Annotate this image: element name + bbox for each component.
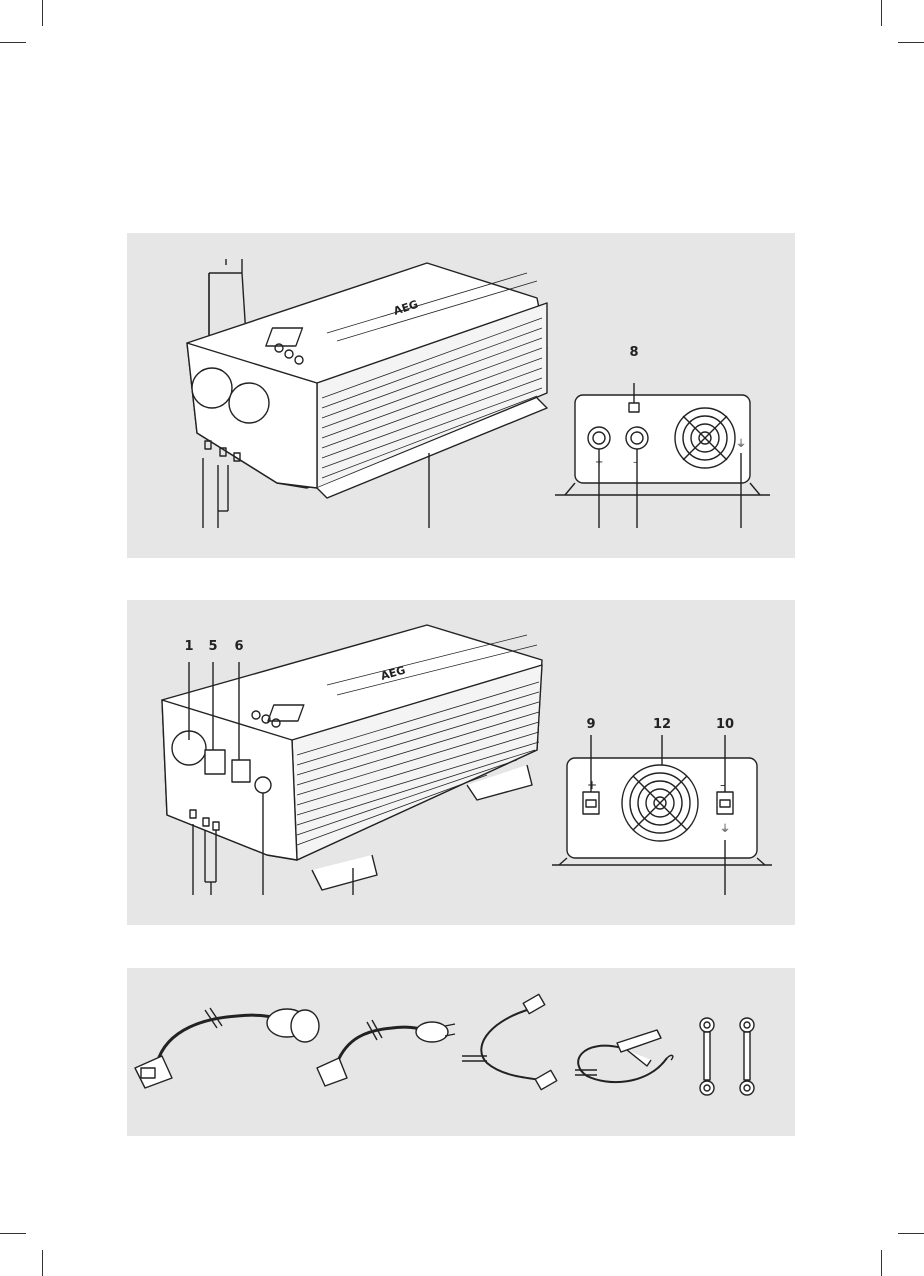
crop-mark-tr-h (898, 42, 924, 43)
iec-to-socket-cable (135, 1008, 319, 1088)
inverter-small-illustration: AEG + – ⏚ (127, 233, 795, 558)
ac-socket-1 (192, 368, 232, 408)
crop-mark-tr-v (881, 0, 882, 26)
rj-data-cable (462, 994, 557, 1089)
rear-view-small (555, 383, 770, 528)
callout-1: 1 (184, 640, 193, 654)
rj-port (629, 403, 639, 412)
callout-8: 8 (629, 346, 638, 360)
terminal-plus-label-large: + (587, 778, 597, 792)
terminal-plus-label: + (595, 457, 603, 468)
crop-mark-br-v (881, 1250, 882, 1276)
power-switch (205, 750, 225, 774)
ground-symbol: ⏚ (736, 438, 746, 450)
mounting-foot-front (312, 855, 377, 890)
crop-mark-bl-v (42, 1250, 43, 1276)
figure-panel-accessories (127, 968, 795, 1136)
inverter-large-illustration: AEG + – ⏚ (127, 600, 795, 925)
terminal-minus-label: – (633, 457, 638, 468)
fuse-holder (255, 777, 271, 793)
crop-mark-tl-h (0, 42, 26, 43)
figure-panel-inverter-large: AEG + – ⏚ 1 5 6 9 12 10 (127, 600, 795, 925)
terminal-minus-label-large: – (720, 778, 726, 792)
callout-9: 9 (586, 718, 595, 732)
display-window (266, 328, 303, 346)
callout-10: 10 (716, 718, 734, 732)
ground-symbol-large: ⏚ (720, 823, 730, 835)
crop-mark-bl-h (0, 1233, 26, 1234)
battery-clamp-cable (575, 1030, 673, 1082)
callout-12: 12 (653, 718, 671, 732)
callout-6: 6 (234, 640, 243, 654)
display-window-large (268, 705, 304, 721)
callout-5: 5 (208, 640, 217, 654)
crop-mark-br-h (898, 1233, 924, 1234)
ring-terminal-links (700, 1018, 754, 1095)
figure-panel-inverter-small: AEG + – ⏚ 8 (127, 233, 795, 558)
usb-port-1 (205, 441, 211, 449)
reset-switch (232, 760, 250, 782)
ac-socket-2 (229, 383, 269, 423)
crop-mark-tl-v (42, 0, 43, 26)
rear-view-large (552, 735, 772, 895)
iec-to-plug-cable (317, 1020, 455, 1086)
accessories-illustration (127, 968, 795, 1136)
